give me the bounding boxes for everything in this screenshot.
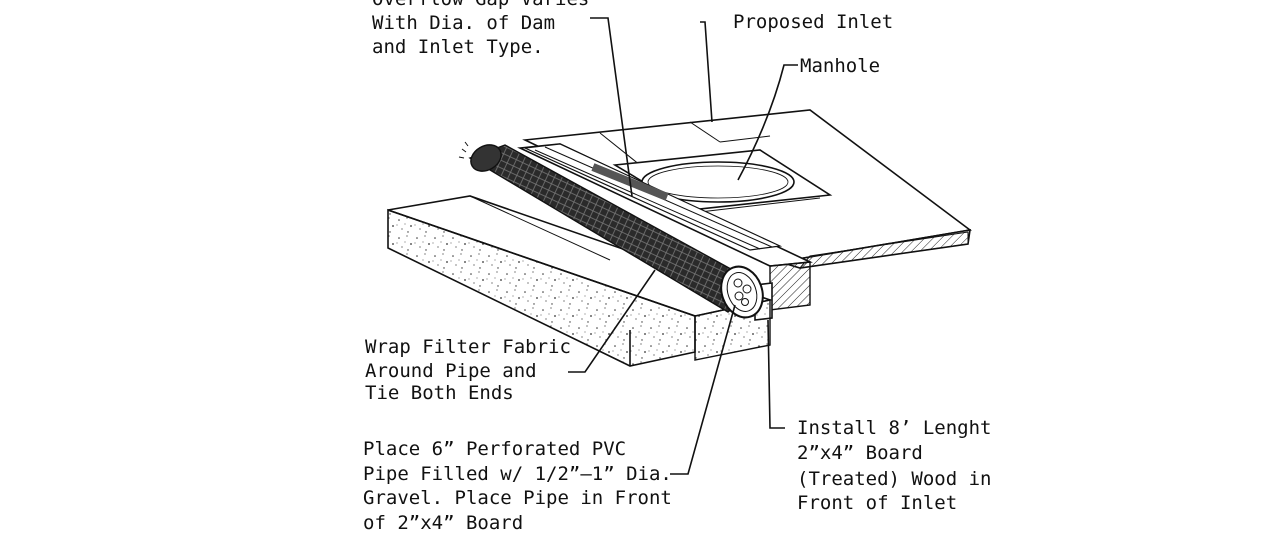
overflow-line-3: and Inlet Type. — [372, 36, 544, 58]
install-board-line-2: 2”x4” Board — [797, 442, 923, 464]
wrap-filter-line-3: Tie Both Ends — [365, 382, 514, 404]
place-pipe-line-4: of 2”x4” Board — [363, 512, 523, 534]
install-board-line-4: Front of Inlet — [797, 492, 957, 514]
install-board-line-3: (Treated) Wood in — [797, 468, 991, 490]
place-pipe-line-2: Pipe Filled w/ 1/2”—1” Dia. — [363, 463, 672, 485]
overflow-line-2: With Dia. of Dam — [372, 12, 555, 34]
label-proposed-inlet: Proposed Inlet — [733, 11, 893, 33]
label-wrap-filter: Wrap Filter Fabric Around Pipe and Tie B… — [365, 336, 571, 404]
wrap-filter-line-2: Around Pipe and — [365, 360, 537, 382]
label-place-pipe: Place 6” Perforated PVC Pipe Filled w/ 1… — [363, 438, 672, 534]
leader-lines — [568, 17, 798, 475]
label-manhole: Manhole — [800, 55, 880, 77]
overflow-line-1: Overflow Gap Varies — [372, 0, 589, 10]
place-pipe-line-1: Place 6” Perforated PVC — [363, 438, 626, 460]
wrap-filter-line-1: Wrap Filter Fabric — [365, 336, 571, 358]
install-board-line-1: Install 8’ Lenght — [797, 417, 991, 439]
perforated-pvc-pipe — [458, 141, 764, 319]
place-pipe-line-3: Gravel. Place Pipe in Front — [363, 487, 672, 509]
label-overflow: Overflow Gap Varies With Dia. of Dam and… — [372, 0, 589, 58]
label-install-board: Install 8’ Lenght 2”x4” Board (Treated) … — [797, 417, 991, 514]
